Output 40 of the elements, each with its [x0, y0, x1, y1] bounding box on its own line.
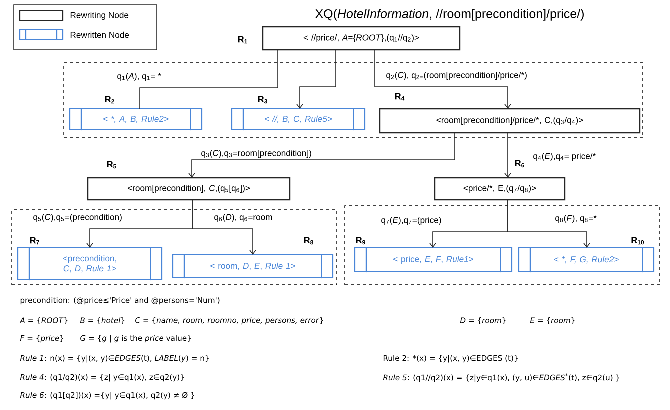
rewriting-node: <room[precondition], C,(q$_{5}$[q$_{6}$])> [87, 177, 291, 201]
node-label: R$_{9}$ [356, 237, 366, 245]
node-label: R$_{5}$ [107, 161, 116, 169]
rewriting-node: <price/*, E,(q$_{7}$/q$_{8}$)> [434, 177, 566, 201]
edge-label: q$_{5}$(C),q$_{5}$=(precondition) [32, 212, 124, 223]
edge-label: q$_{7}$(E),q$_{7}$=(price) [380, 216, 443, 226]
rewritten-node: < price, E, F, Rule1> [354, 247, 513, 273]
legend-text: Rewritten Node [70, 32, 130, 38]
rewritten-node: < *, A, B, Rule2> [69, 108, 203, 131]
title: XQ(HotelInformation, //room[precondition]/price/) [316, 9, 584, 21]
arrow [192, 200, 256, 255]
node-label: R$_{3}$ [258, 96, 268, 104]
arrow [296, 50, 336, 109]
legend-text: Rewriting Node [70, 12, 129, 20]
edge-label: q$_{8}$(F), q$_{8}$=* [554, 214, 598, 224]
arrow [374, 50, 512, 109]
node-label: R$_{1}$ [238, 36, 248, 44]
edge-label: q$_{1}$(A), q$_{1}$= * [116, 72, 162, 82]
rewritten-node: <precondition, C, D, Rule 1> [17, 247, 163, 281]
node-label: R$_{10}$ [632, 237, 644, 245]
rewritten-node: < //, B, C, Rule5> [231, 108, 366, 131]
node-label: R$_{6}$ [515, 160, 524, 168]
rewriting-node: < //price/, A={ROOT},(q$_{1}$//q$_{2}$)> [262, 26, 461, 51]
group-box [64, 62, 644, 138]
rewritten-node: < *, F, G, Rule2> [518, 247, 655, 273]
rewritten-node: < room, D, E, Rule 1> [172, 254, 334, 279]
node-label: R$_{8}$ [304, 237, 314, 245]
arrow [504, 132, 512, 178]
edge-label: q$_{4}$(E),q$_{4}$= price/* [532, 152, 598, 162]
group-box [344, 206, 660, 286]
node-label: R$_{7}$ [30, 237, 40, 245]
arrow [188, 132, 456, 178]
edge-label: q$_{2}$(C), q$_{2=}$(room[precondition]/price/*) [385, 71, 528, 81]
arrow [508, 200, 590, 248]
edge-label: q$_{3}$(C),q$_{3}$=room[precondition]) [200, 149, 313, 159]
rewriting-node: <room[precondition]/price/*, C,(q$_{3}$/q$_{4}$)> [379, 108, 641, 134]
node-label: R$_{4}$ [395, 93, 405, 101]
group-box [12, 210, 338, 286]
node-label: R$_{2}$ [105, 96, 114, 104]
edge-label: q$_{6}$(D), q$_{6}$=room [213, 212, 274, 223]
